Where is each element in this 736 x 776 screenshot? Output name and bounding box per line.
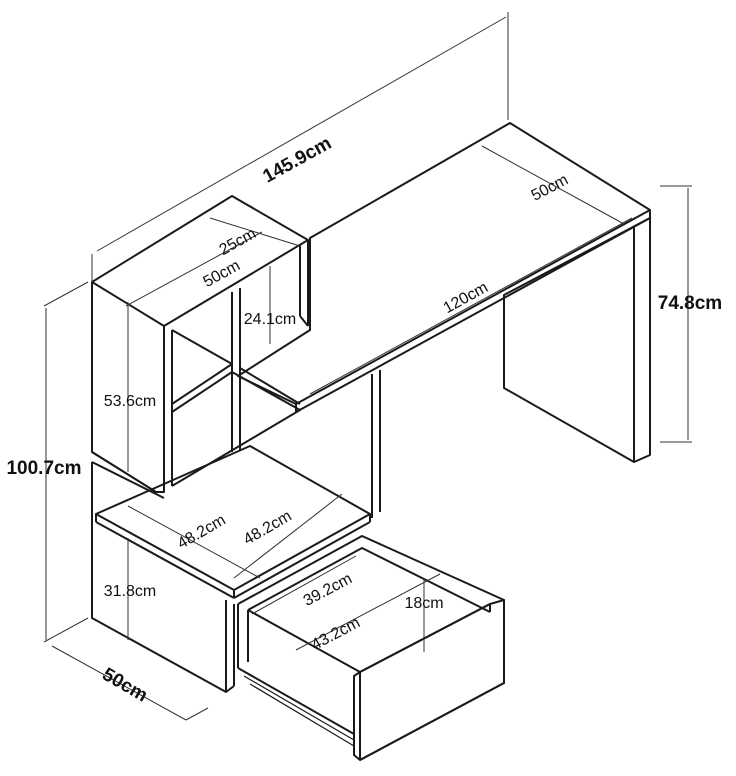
label-drawer-height: 18cm [404,595,443,612]
label-lower-cabinet-height: 31.8cm [104,583,156,600]
desk-right-leg [503,217,651,463]
label-desk-height: 74.8cm [658,293,722,314]
label-top-shelf-height: 24.1cm [244,311,296,328]
label-desk-depth: 50cm [529,171,572,204]
label-total-height: 100.7cm [6,458,81,479]
label-compartment-width-right: 48.2cm [241,508,295,549]
label-total-width: 145.9cm [259,133,335,188]
drawer [237,535,505,761]
label-base-depth: 50cm [98,664,151,706]
desk-back-panel [371,370,381,518]
furniture-drawing [91,122,651,761]
lower-cabinet [91,445,371,693]
label-drawer-inner-length: 43.2cm [309,614,363,654]
label-shelf-unit-height: 53.6cm [104,393,156,410]
label-top-shelf-depth: 25cm [217,225,259,259]
dimension-lines [43,12,692,721]
shelf-unit [91,195,309,493]
